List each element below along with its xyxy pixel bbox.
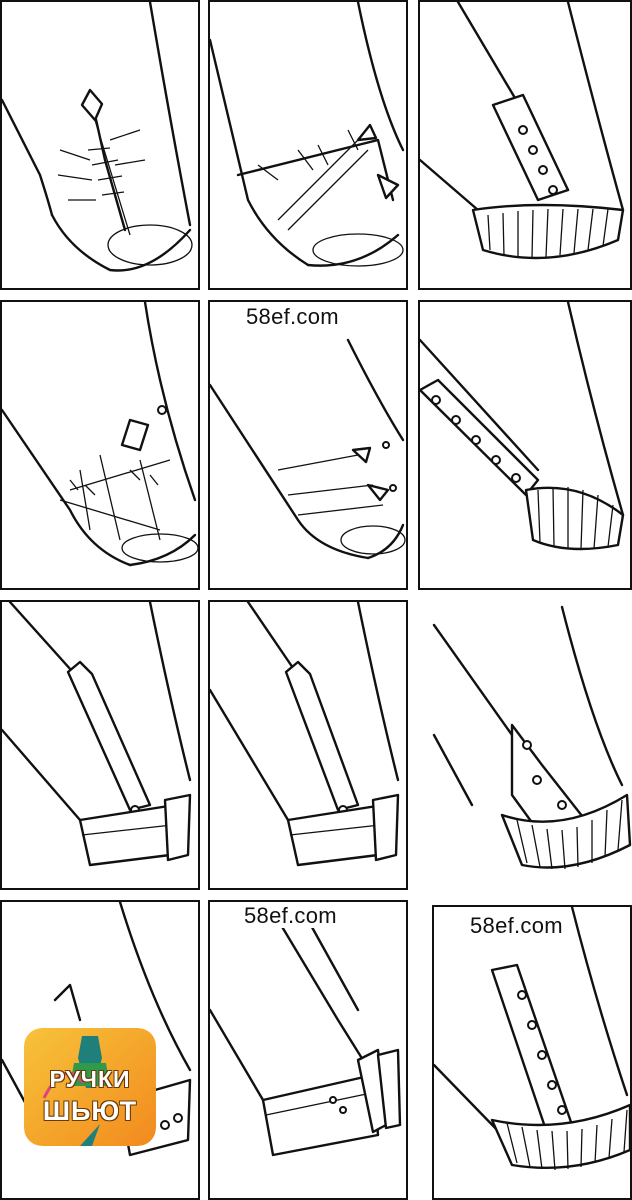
sleeve-drawing	[418, 300, 625, 551]
sleeve-panel-1	[0, 0, 200, 290]
panel-frame	[418, 300, 632, 590]
panel-frame	[0, 600, 200, 890]
panel-frame	[208, 0, 408, 290]
sleeve-drawing	[0, 0, 193, 272]
panel-frame	[0, 0, 200, 290]
sleeve-panel-9	[432, 605, 632, 890]
panel-frame	[208, 900, 408, 1200]
watermark-text: 58ef.com	[242, 305, 343, 329]
sleeve-drawing	[208, 600, 400, 867]
sleeve-drawing	[208, 0, 405, 267]
sleeve-drawing	[418, 0, 625, 260]
sleeve-panel-12	[432, 905, 632, 1200]
sleeve-panel-8	[208, 600, 408, 890]
sleeve-drawing	[208, 338, 406, 560]
panel-frame	[208, 600, 408, 890]
logo-line-1: РУЧКИ	[49, 1066, 131, 1092]
sleeve-panel-7	[0, 600, 200, 890]
sleeve-panel-4	[0, 300, 200, 590]
sleeve-panel-5	[208, 300, 408, 590]
sleeve-panel-6	[418, 300, 632, 590]
sleeve-panel-11	[208, 900, 408, 1200]
sleeve-drawing	[432, 605, 632, 870]
logo-background	[24, 1028, 156, 1146]
sleeve-drawing	[0, 300, 199, 567]
logo-line-2: ШЬЮТ	[42, 1096, 138, 1126]
panel-frame	[208, 300, 408, 590]
sleeve-drawing	[0, 600, 192, 867]
sleeve-drawing	[432, 905, 632, 1171]
sleeve-panel-2	[208, 0, 408, 290]
brand-logo: РУЧКИ ШЬЮТ	[24, 1028, 156, 1146]
watermark-text: 58ef.com	[240, 904, 341, 928]
sleeve-panel-3	[418, 0, 632, 290]
panel-frame	[0, 300, 200, 590]
watermark-text: 58ef.com	[466, 914, 567, 938]
panel-frame	[0, 900, 200, 1200]
panel-frame	[418, 0, 632, 290]
panel-frame	[432, 905, 632, 1200]
sleeve-drawing	[208, 918, 402, 1157]
